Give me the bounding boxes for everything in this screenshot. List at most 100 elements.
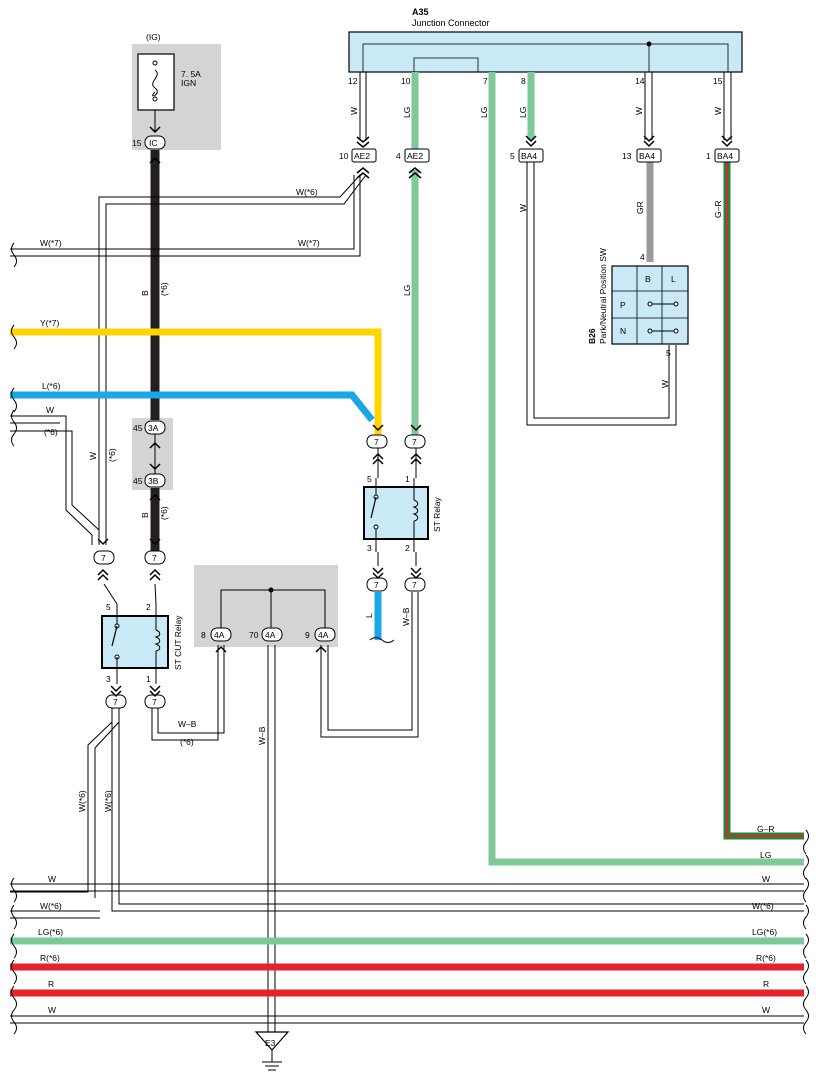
lbl-w-14: W: [634, 107, 644, 115]
c4a-8-pin: 8: [201, 630, 206, 640]
fuse-name: IGN: [181, 78, 196, 88]
lbl-bus-r-right: R: [763, 979, 769, 989]
wire-l6: [10, 391, 375, 423]
bus-w: [10, 883, 804, 892]
chevron-down-icons: [97, 126, 733, 698]
lbl-gr: GR: [635, 201, 645, 214]
lbl-w7-right: W(*7): [298, 238, 320, 248]
lbl-g-r: G–R: [713, 201, 723, 218]
ground-label: E3: [265, 1038, 276, 1048]
conn7-d: 7: [412, 580, 417, 590]
fuse-ig-label: (IG): [146, 32, 161, 42]
lbl-w-15: W: [713, 107, 723, 115]
wire-w6-to-relay: [98, 174, 367, 545]
lbl-w-ba4: W: [518, 204, 528, 212]
c4a-9-code: 4A: [318, 630, 329, 640]
fuse-rating: 7. 5A: [181, 69, 201, 79]
break-marks-right: [803, 829, 809, 1035]
st-cut-p1: 1: [146, 674, 151, 684]
junction-code: A35: [412, 7, 429, 17]
ae2-10-pin: 10: [339, 151, 349, 161]
wire-w6-relay-bus: [10, 708, 120, 898]
lbl-w-pair: W: [46, 405, 54, 415]
ba4-13-code: BA4: [639, 151, 655, 161]
junction-internal-link: [413, 57, 479, 72]
st-relay: [363, 478, 429, 552]
lbl-bus-w-left: W: [48, 874, 56, 884]
lbl-b-bot: B: [140, 512, 150, 518]
c3a-pin: 45: [133, 423, 143, 433]
pns-col-b: B: [645, 274, 651, 284]
wire-w-pin12: [359, 72, 367, 140]
lbl-l-out: L: [364, 613, 374, 618]
lbl-bus-wb-right: W: [762, 1005, 770, 1015]
lbl-b-top: B: [140, 290, 150, 296]
wire-y7: [10, 328, 382, 435]
wire-w7-left: [10, 175, 361, 257]
break-marks-left: [11, 242, 395, 1035]
st-cut-p5: 5: [106, 602, 111, 612]
lbl-lg-10: LG: [402, 107, 412, 118]
park-neutral-switch: [611, 265, 689, 345]
conn7-a: 7: [374, 437, 379, 447]
conn7-c: 7: [374, 580, 379, 590]
wire-w-pin15: [723, 72, 732, 140]
st-cut-p2: 2: [146, 602, 151, 612]
wire-g-r: [723, 162, 804, 840]
lbl-l6: L(*6): [42, 381, 61, 391]
st-relay-p3: 3: [367, 543, 372, 553]
lbl-w-pns: W: [660, 380, 670, 388]
lbl-bus-lg6-right: LG(*6): [752, 927, 777, 937]
c3b-code: 3B: [148, 476, 159, 486]
lbl-w-12: W: [349, 107, 359, 115]
lbl-lg-7: LG: [479, 107, 489, 118]
fuse-pin: 15: [132, 138, 142, 148]
c4a-8-code: 4A: [214, 630, 225, 640]
pns-row-p: P: [620, 300, 626, 310]
wire-wb-strelay: [320, 592, 419, 738]
lbl-bus-w6-left: W(*6): [40, 901, 62, 911]
lbl-lg-mid: LG: [402, 285, 412, 296]
c4a-70-pin: 70: [249, 630, 259, 640]
junction-inner-box: [362, 43, 729, 73]
st-cut-relay: [101, 604, 169, 684]
wire-wb-stcut: [151, 645, 225, 741]
lbl-b6-bot: (*6): [159, 506, 169, 520]
pns-code: B26: [587, 328, 597, 344]
lbl-bus-lg6-left: LG(*6): [38, 927, 63, 937]
lbl-bus-wb-left: W: [48, 1005, 56, 1015]
fuse-symbol-icon: [152, 69, 158, 97]
ae2-4-pin: 4: [396, 151, 401, 161]
lbl-g-r-right: G–R: [757, 824, 774, 834]
lbl-bus-w-right: W: [762, 874, 770, 884]
conn7-h: 7: [152, 697, 157, 707]
junction-name: Junction Connector: [412, 18, 490, 28]
st-relay-p5: 5: [367, 474, 372, 484]
c4a-9-pin: 9: [305, 630, 310, 640]
connector-pills: [93, 135, 740, 709]
c3b-pin: 45: [133, 476, 143, 486]
pns-col-l: L: [671, 274, 676, 284]
junction-pin-15: 15: [713, 76, 723, 86]
junction-pin-12: 12: [348, 76, 358, 86]
lbl-bus-r-left: R: [48, 979, 54, 989]
pns-row-n: N: [620, 326, 626, 336]
conn7-f: 7: [152, 553, 157, 563]
st-relay-p2: 2: [405, 543, 410, 553]
conn7-g: 7: [113, 697, 118, 707]
lbl-w6-top: W(*6): [296, 187, 318, 197]
lbl-wb-out: W–B: [401, 607, 411, 626]
junction-pin-14: 14: [635, 76, 645, 86]
lbl-w6-a: W(*6): [77, 790, 87, 812]
conn7-e: 7: [101, 553, 106, 563]
lbl-wb-ground: W–B: [257, 726, 267, 745]
wire-w-ba4-to-pns: [526, 162, 677, 426]
lbl-b6-top: (*6): [159, 282, 169, 296]
st-cut-p3: 3: [106, 674, 111, 684]
c3a-code: 3A: [148, 423, 159, 433]
ba4-5-pin: 5: [510, 151, 515, 161]
wire-wb-ground: [267, 645, 276, 1032]
lbl-y7: Y(*7): [40, 318, 60, 328]
lbl-star6-left: (*6): [107, 448, 117, 462]
